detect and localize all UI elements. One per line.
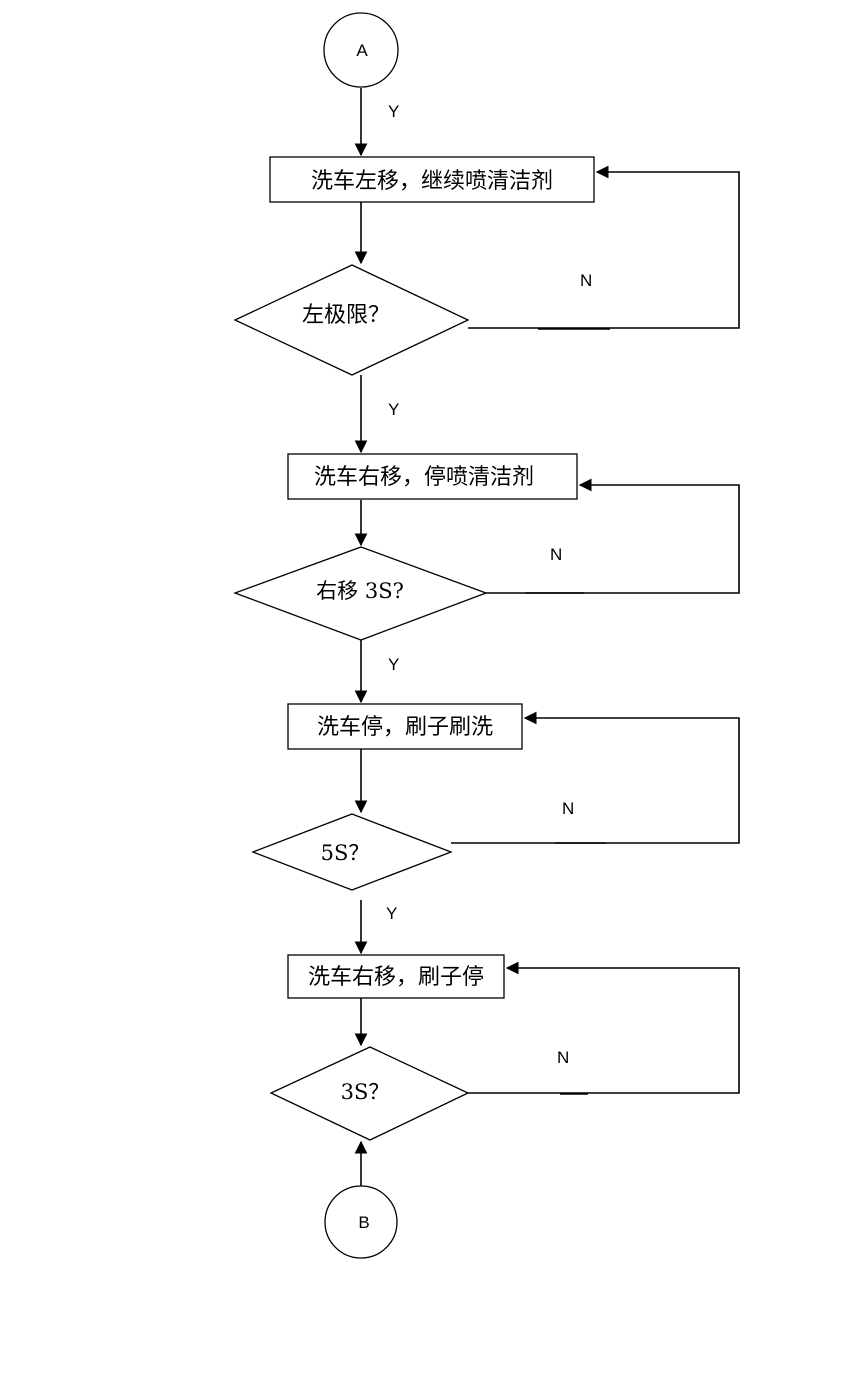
no-label-2: N <box>550 545 562 564</box>
decision-2-label: 右移 3S? <box>316 579 404 603</box>
decision-4-label: 3S？ <box>341 1080 390 1104</box>
process-box-1 <box>269 156 595 203</box>
no-loop-4 <box>468 961 740 1094</box>
decision-3-label: 5S？ <box>321 841 370 865</box>
process-box-4-label: 洗车右移，刷子停 <box>308 965 484 990</box>
decision-diamond-3 <box>251 813 453 891</box>
process-box-3-label: 洗车停，刷子刷洗 <box>317 715 493 740</box>
no-loop-1 <box>468 165 740 329</box>
process-box-4 <box>287 954 505 999</box>
no-label-1: N <box>580 271 592 290</box>
connector-b-label: B <box>358 1213 369 1232</box>
decision-diamond-1 <box>233 264 470 376</box>
no-loop-2 <box>486 478 740 594</box>
yes-label-4: Y <box>386 904 397 923</box>
connector-a-label: A <box>356 41 368 60</box>
yes-label-2: Y <box>388 400 399 419</box>
connector-b <box>324 1185 398 1259</box>
connector-a <box>323 12 399 88</box>
process-box-1-label: 洗车左移，继续喷清洁剂 <box>311 169 553 194</box>
yes-label-1: Y <box>388 102 399 121</box>
yes-label-3: Y <box>388 655 399 674</box>
decision-1-label: 左极限？ <box>302 303 390 328</box>
process-box-2 <box>287 453 578 500</box>
process-box-2-label: 洗车右移，停喷清洁剂 <box>314 465 534 490</box>
no-label-4: N <box>557 1048 569 1067</box>
decision-diamond-4 <box>269 1046 470 1141</box>
process-box-3 <box>287 703 523 750</box>
no-label-3: N <box>562 799 574 818</box>
